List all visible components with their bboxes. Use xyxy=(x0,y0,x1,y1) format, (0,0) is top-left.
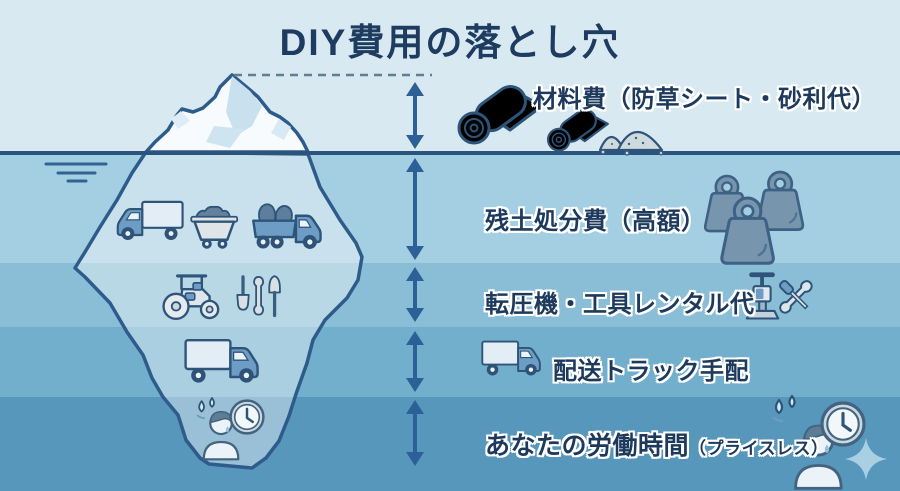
label-tool-rental-cost: 転圧機・工具レンタル代 xyxy=(485,284,755,319)
label-soil-disposal-text: 残土処分費（高額） xyxy=(485,208,706,235)
water-band-3 xyxy=(0,327,900,397)
label-material-cost: 材料費（防草シート・砂利代） xyxy=(533,79,876,114)
fabric-roll-icon xyxy=(457,79,544,145)
water-ripples-icon xyxy=(44,162,108,183)
sweat-drops-icon xyxy=(772,394,796,423)
label-labor-time-sub: （プライスレス） xyxy=(689,439,829,458)
weights-icon xyxy=(703,170,805,265)
label-tool-rental-text: 転圧機・工具レンタル代 xyxy=(485,291,755,318)
label-delivery-truck: 配送トラック手配 xyxy=(553,351,749,386)
label-soil-disposal-cost: 残土処分費（高額） xyxy=(485,201,706,236)
page-title: DIY費用の落とし穴 xyxy=(279,22,621,63)
clock-iceberg-icon xyxy=(229,399,265,435)
water-band-4 xyxy=(0,397,900,491)
sky-band xyxy=(0,0,900,152)
crossed-tools-icon xyxy=(777,278,815,316)
delivery-truck-icon xyxy=(481,340,541,377)
iceberg-tip xyxy=(144,73,310,154)
label-labor-time-text: あなたの労働時間 xyxy=(485,432,690,460)
depth-arrows xyxy=(406,82,424,466)
label-labor-time: あなたの労働時間（プライスレス） xyxy=(485,426,829,462)
label-material-cost-text: 材料費（防草シート・砂利代） xyxy=(533,86,876,113)
hand-tools-icon xyxy=(235,274,282,318)
label-delivery-truck-text: 配送トラック手配 xyxy=(553,358,749,385)
